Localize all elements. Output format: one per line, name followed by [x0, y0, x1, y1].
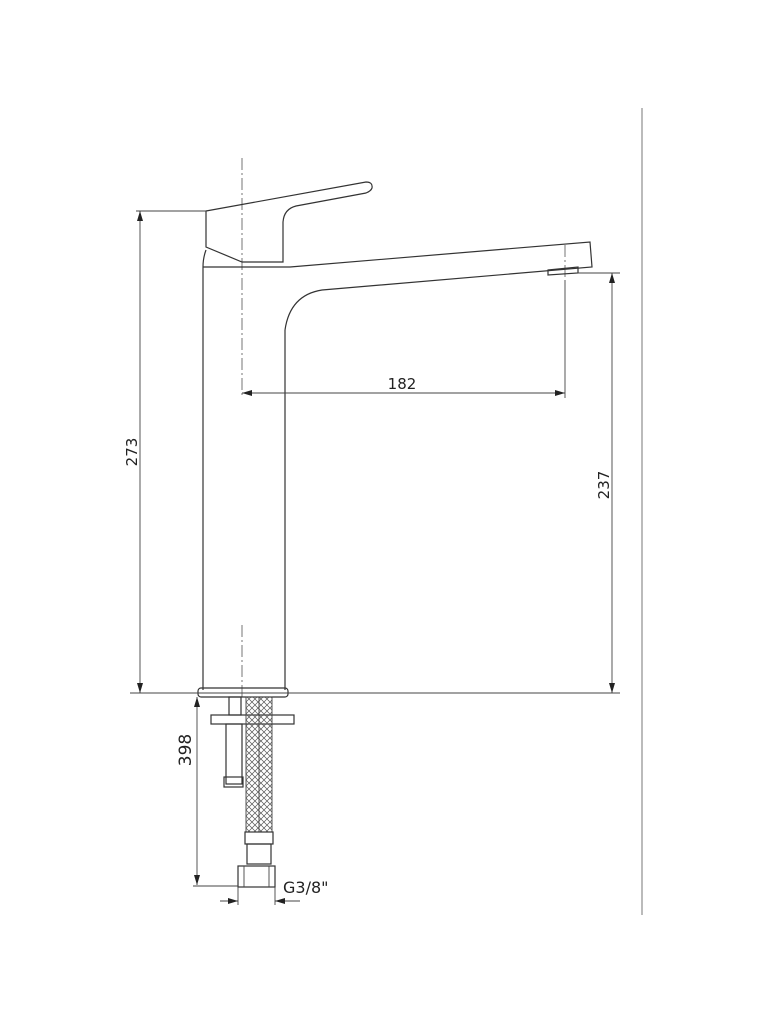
- dimension-connection: G3/8": [283, 878, 329, 897]
- dimension-spout-reach: 182: [388, 375, 417, 393]
- hose-assembly: [210, 696, 295, 888]
- dimension-total-height: 273: [123, 438, 141, 467]
- dimension-hose-length: 398: [176, 734, 196, 766]
- faucet-outline: [197, 158, 593, 700]
- dimension-lines: [130, 210, 620, 905]
- dimension-spout-height: 237: [595, 471, 613, 500]
